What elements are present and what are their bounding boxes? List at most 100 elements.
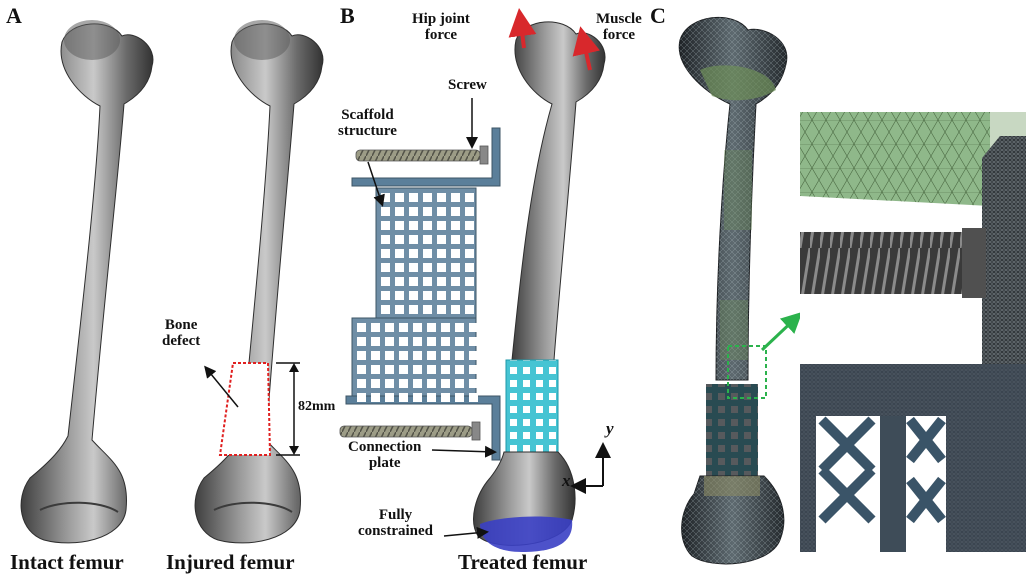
intact-femur	[21, 20, 153, 543]
treated-femur-caption: Treated femur	[458, 551, 587, 573]
scaffold-pore	[409, 305, 418, 314]
scaffold-pore	[399, 379, 408, 388]
scaffold-pore	[437, 221, 446, 230]
scaffold-pore	[413, 351, 422, 360]
scaffold-pore	[413, 365, 422, 374]
scaffold-pore	[409, 193, 418, 202]
scaffold-pore	[381, 249, 390, 258]
scaffold-pore	[381, 263, 390, 272]
intact-femur-caption: Intact femur	[10, 551, 124, 573]
scaffold-pore	[381, 221, 390, 230]
scaffold-pore	[451, 263, 460, 272]
scaffold-pore	[371, 323, 380, 332]
scaffold-pore	[409, 249, 418, 258]
defect-length-label: 82mm	[298, 400, 335, 415]
scaffold-pore	[465, 305, 474, 314]
scaffold-pore	[469, 337, 478, 346]
scaffold-pore	[409, 235, 418, 244]
scaffold-pore	[423, 193, 432, 202]
scaffold-pore	[455, 337, 464, 346]
scaffold-pore	[413, 379, 422, 388]
scaffold-pore	[455, 351, 464, 360]
scaffold-pore	[357, 337, 366, 346]
scaffold-pore	[399, 323, 408, 332]
scaffold-pore	[371, 379, 380, 388]
scaffold-pore	[423, 249, 432, 258]
scaffold-pore	[441, 393, 450, 402]
scaffold-pore	[395, 235, 404, 244]
scaffold-pore	[427, 337, 436, 346]
scaffold-pore	[427, 351, 436, 360]
scaffold-pores	[357, 193, 478, 402]
scaffold-pore	[423, 305, 432, 314]
scaffold-pore	[437, 235, 446, 244]
scaffold-pore	[423, 263, 432, 272]
screw-top	[356, 146, 488, 164]
scaffold-pore	[395, 305, 404, 314]
scaffold-pore	[385, 379, 394, 388]
scaffold-pore	[371, 351, 380, 360]
scaffold-pore	[409, 291, 418, 300]
scaffold-pore	[427, 379, 436, 388]
panel-c-label: C	[650, 4, 666, 27]
scaffold-pore	[357, 323, 366, 332]
scaffold-pore	[423, 235, 432, 244]
scaffold-pore	[423, 291, 432, 300]
scaffold-pore	[437, 305, 446, 314]
scaffold-pore	[385, 351, 394, 360]
scaffold-pore	[427, 323, 436, 332]
scaffold-pore	[409, 277, 418, 286]
scaffold-pore	[409, 263, 418, 272]
injured-femur-caption: Injured femur	[166, 551, 295, 573]
fixed-constraint-region	[480, 517, 572, 552]
scaffold-pore	[399, 365, 408, 374]
scaffold-pore	[381, 277, 390, 286]
scaffold-pore	[381, 305, 390, 314]
screw-bottom	[340, 422, 480, 440]
scaffold-pore	[395, 291, 404, 300]
scaffold-pore	[385, 365, 394, 374]
scaffold-pore	[381, 207, 390, 216]
mesh-detail-inset	[800, 112, 1026, 552]
scaffold-pore	[465, 193, 474, 202]
scaffold-pore	[441, 379, 450, 388]
scaffold-pore	[441, 323, 450, 332]
x-axis-label: x	[562, 472, 571, 490]
scaffold-pore	[437, 277, 446, 286]
scaffold-pore	[427, 365, 436, 374]
scaffold-pore	[385, 337, 394, 346]
scaffold-pore	[357, 351, 366, 360]
scaffold-pore	[469, 393, 478, 402]
scaffold-pore	[469, 323, 478, 332]
scaffold-pore	[469, 365, 478, 374]
plate-pointer	[432, 450, 494, 452]
scaffold-pore	[441, 351, 450, 360]
scaffold-pore	[409, 221, 418, 230]
scaffold-pore	[465, 221, 474, 230]
scaffold-pore	[455, 365, 464, 374]
scaffold-pore	[465, 291, 474, 300]
scaffold-pore	[385, 393, 394, 402]
bone-defect-outline	[220, 363, 270, 455]
scaffold-pore	[465, 263, 474, 272]
scaffold-pore	[469, 379, 478, 388]
scaffold-pore	[381, 291, 390, 300]
scaffold-pore	[441, 365, 450, 374]
scaffold-pore	[451, 277, 460, 286]
fully-constrained-label: Fully constrained	[358, 508, 433, 540]
scaffold-pore	[469, 351, 478, 360]
hip-joint-force-label: Hip joint force	[412, 12, 470, 44]
scaffold-pore	[437, 193, 446, 202]
bone-defect-label: Bone defect	[162, 318, 200, 350]
scaffold-pore	[371, 393, 380, 402]
connection-plate-label: Connection plate	[348, 440, 421, 472]
scaffold-pore	[437, 249, 446, 258]
y-axis-label: y	[606, 420, 614, 438]
scaffold-pore	[399, 393, 408, 402]
meshed-femur	[679, 17, 787, 564]
screw-label: Screw	[448, 78, 487, 94]
scaffold-pore	[451, 235, 460, 244]
scaffold-pore	[357, 379, 366, 388]
scaffold-pore	[451, 193, 460, 202]
